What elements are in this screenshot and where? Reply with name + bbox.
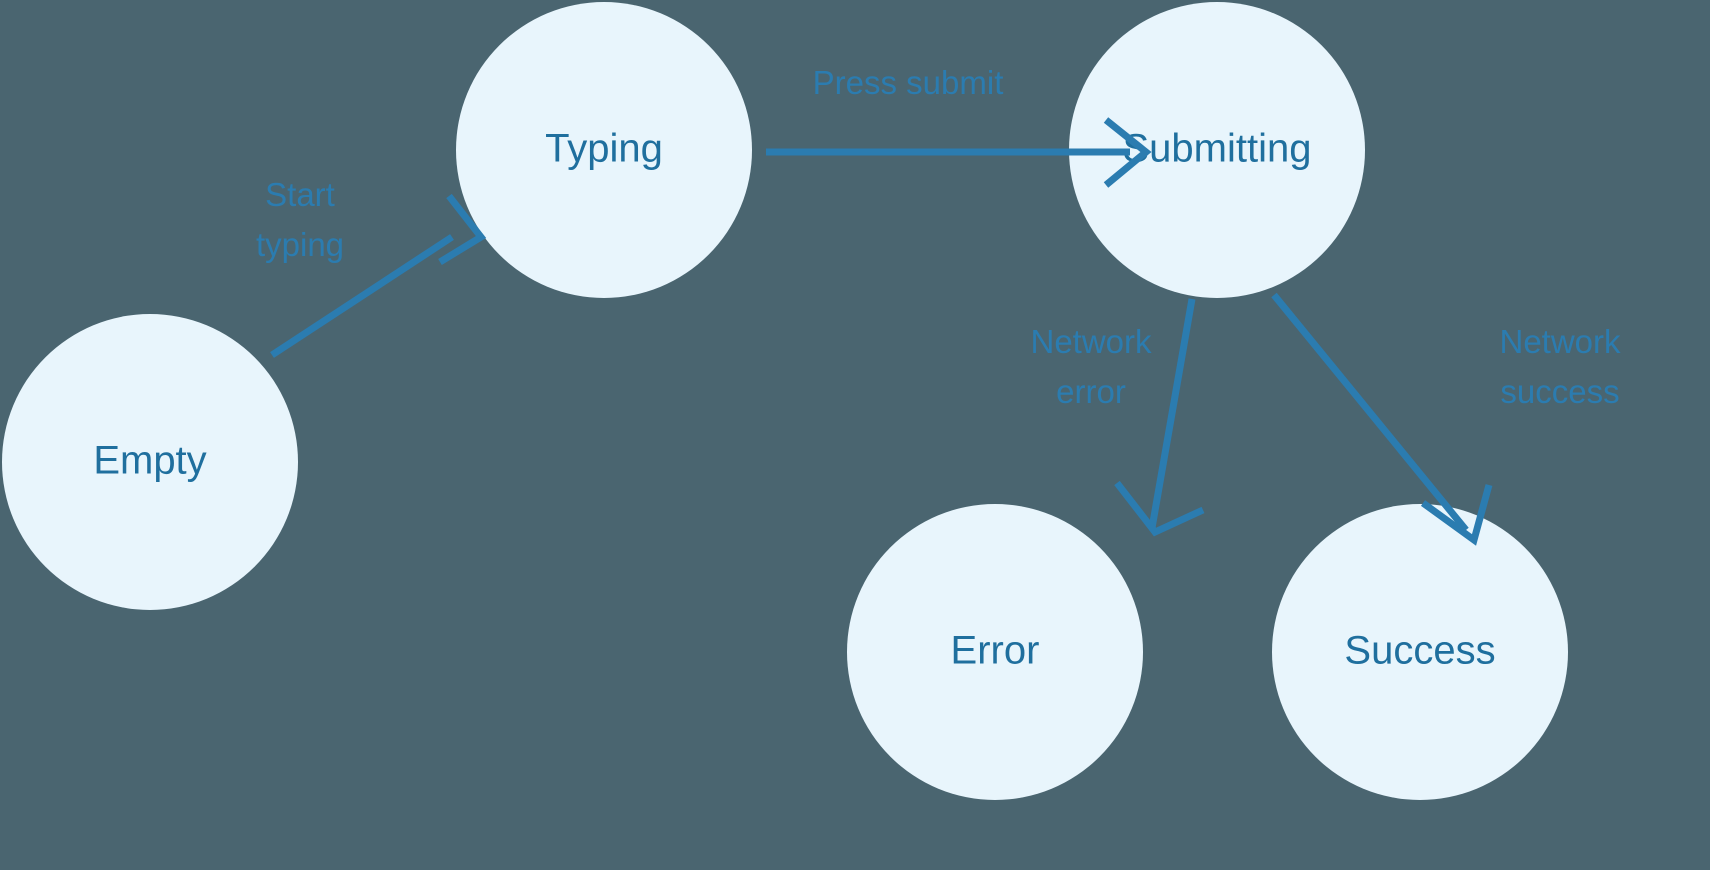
transition-label-line: Press submit xyxy=(813,64,1004,101)
state-node-circle xyxy=(2,314,298,610)
arrowhead-icon xyxy=(1420,484,1493,546)
state-node-circle xyxy=(456,2,752,298)
state-node-success[interactable]: Success xyxy=(1272,504,1568,800)
arrowhead-icon xyxy=(1114,480,1205,537)
transition-line xyxy=(1148,298,1196,529)
transition-label: Network success xyxy=(1499,323,1621,410)
arrowhead-icon xyxy=(438,193,487,265)
transition-label: Network error xyxy=(1030,323,1152,410)
state-node-error[interactable]: Error xyxy=(847,504,1143,800)
transition-label: Press submit xyxy=(813,64,1004,101)
transition-typing-to-submitting[interactable]: Press submit xyxy=(766,64,1152,188)
transition-line xyxy=(1271,292,1469,533)
state-node-empty[interactable]: Empty xyxy=(2,314,298,610)
state-node-label: Submitting xyxy=(1123,127,1312,171)
transition-label-line: Start xyxy=(265,176,335,213)
transition-line xyxy=(270,234,454,358)
transition-empty-to-typing[interactable]: Start typing xyxy=(256,176,487,358)
state-node-label: Success xyxy=(1344,629,1495,673)
state-node-label: Error xyxy=(951,629,1040,673)
state-node-submitting[interactable]: Submitting xyxy=(1069,2,1365,298)
transition-label-line: error xyxy=(1056,373,1126,410)
state-node-circle xyxy=(847,504,1143,800)
transition-submitting-to-success[interactable]: Network success xyxy=(1271,292,1621,546)
transition-label: Start typing xyxy=(256,176,344,263)
transition-label-line: success xyxy=(1500,373,1619,410)
transition-label-line: Network xyxy=(1030,323,1152,360)
arrowhead-icon xyxy=(1103,117,1152,188)
transition-label-line: typing xyxy=(256,226,344,263)
transition-submitting-to-error[interactable]: Network error xyxy=(1030,298,1205,537)
state-node-label: Typing xyxy=(545,127,663,171)
state-node-label: Empty xyxy=(93,439,206,483)
transition-label-line: Network xyxy=(1499,323,1621,360)
state-node-typing[interactable]: Typing xyxy=(456,2,752,298)
state-node-circle xyxy=(1069,2,1365,298)
state-node-circle xyxy=(1272,504,1568,800)
